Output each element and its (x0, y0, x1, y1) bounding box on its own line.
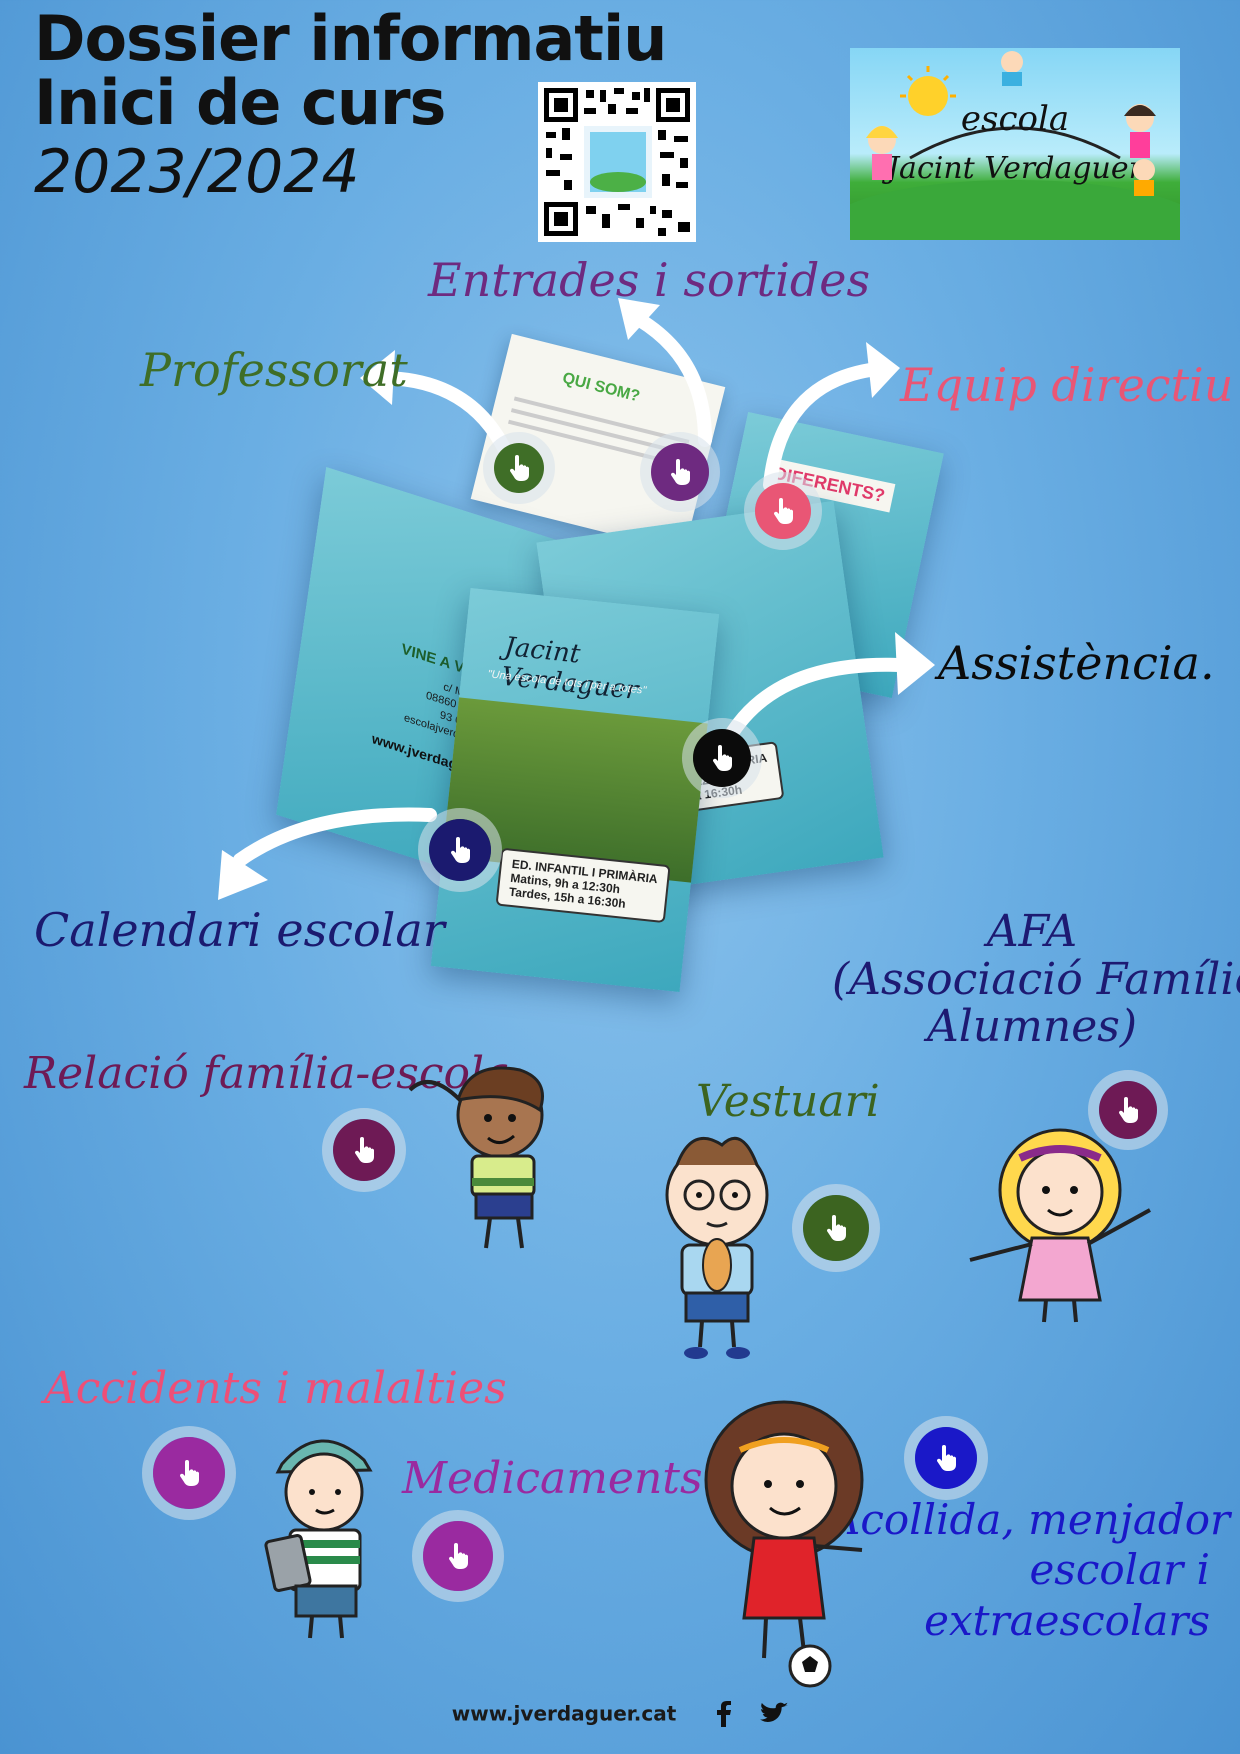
label-acollida-line1: Acollida, menjador (830, 1495, 1231, 1544)
label-relacio-familia-escola[interactable]: Relació família-escola (24, 1048, 511, 1099)
arrowhead-assistencia (895, 632, 935, 695)
hand-pointer-icon (509, 455, 529, 481)
acollida-button[interactable] (904, 1416, 988, 1500)
boy-glasses-illustration (665, 1136, 769, 1359)
label-equip-directiu[interactable]: Equip directiu (900, 358, 1234, 412)
girl-waving-illustration (969, 1128, 1151, 1323)
medicaments-button[interactable] (412, 1510, 504, 1602)
hand-pointer-icon (179, 1460, 199, 1486)
label-acollida-line3: extraescolars (924, 1595, 1210, 1645)
hand-pointer-icon (450, 837, 470, 863)
hand-pointer-icon (826, 1215, 846, 1241)
hand-pointer-icon (773, 498, 793, 524)
twitter-icon[interactable] (760, 1702, 789, 1726)
logo-text-bottom: Jacint Verdaguer (881, 151, 1145, 186)
boy-tablet-illustration (264, 1439, 373, 1639)
qr-code[interactable] (538, 82, 696, 242)
title-line-1: Dossier informatiu (34, 2, 667, 75)
label-accidents-malalties[interactable]: Accidents i malalties (44, 1363, 507, 1414)
label-professorat[interactable]: Professorat (140, 343, 408, 397)
label-afa-line1: AFA (986, 906, 1078, 957)
label-afa-line3: Alumnes) (926, 1001, 1138, 1053)
afa-button[interactable] (1088, 1070, 1168, 1150)
hand-pointer-icon (1118, 1097, 1138, 1123)
logo-text-top: escola (961, 99, 1069, 139)
arrow-entrades (633, 313, 712, 447)
title-year: 2023/2024 (34, 137, 360, 207)
label-assistencia[interactable]: Assistència. (938, 636, 1215, 690)
calendari-button[interactable] (418, 808, 502, 892)
label-afa-line2: (Associació Famílies (832, 953, 1240, 1005)
girl-football-illustration (704, 1400, 864, 1688)
hand-pointer-icon (712, 745, 732, 771)
label-medicaments[interactable]: Medicaments (402, 1453, 703, 1504)
equip-directiu-button[interactable] (744, 472, 822, 550)
label-calendari-escolar[interactable]: Calendari escolar (34, 903, 445, 957)
label-vestuari[interactable]: Vestuari (696, 1076, 880, 1127)
label-acollida[interactable]: Acollida, menjador escolar i extraescola… (830, 1495, 1231, 1646)
school-logo: escola Jacint Verdaguer (850, 48, 1180, 240)
hand-pointer-icon (670, 459, 690, 485)
hand-pointer-icon (354, 1137, 374, 1163)
footer-website-link[interactable]: www.jverdaguer.cat (451, 1701, 677, 1726)
entrades-button[interactable] (640, 432, 720, 512)
arrowhead-equip (866, 342, 900, 398)
label-afa[interactable]: AFA (Associació Famílies Alumnes) (832, 906, 1240, 1053)
relacio-button[interactable] (322, 1108, 406, 1192)
label-acollida-line2: escolar i (1029, 1545, 1210, 1595)
assistencia-button[interactable] (682, 718, 762, 798)
boy-waving-illustration (408, 1066, 544, 1249)
arrow-calendari (233, 807, 437, 867)
hand-pointer-icon (448, 1543, 468, 1569)
footer: www.jverdaguer.cat (0, 1700, 1240, 1727)
label-entrades[interactable]: Entrades i sortides (428, 253, 871, 307)
accidents-button[interactable] (142, 1426, 236, 1520)
arrowhead-entrades (618, 298, 660, 340)
arrow-equip (763, 363, 877, 492)
arrowhead-calendari (218, 850, 268, 900)
arrow-professorat (378, 371, 512, 457)
title-line-2: Inici de curs (34, 66, 446, 139)
hand-pointer-icon (936, 1445, 956, 1471)
professorat-button[interactable] (483, 432, 555, 504)
arrowhead-professorat (360, 350, 395, 405)
page-title: Dossier informatiu Inici de curs 2023/20… (34, 2, 667, 207)
vestuari-button[interactable] (792, 1184, 880, 1272)
facebook-icon[interactable] (716, 1700, 732, 1727)
